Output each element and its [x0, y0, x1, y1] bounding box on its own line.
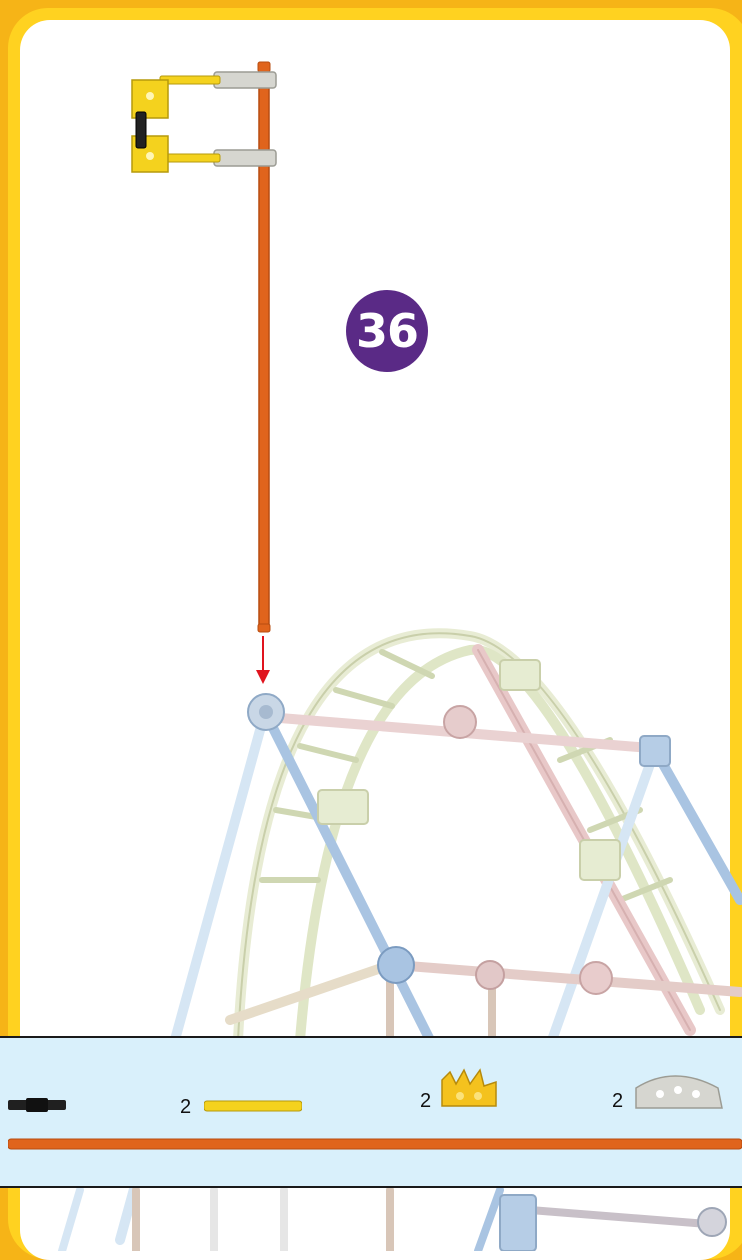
- orange-half-wheel-connector-icon: [440, 1066, 498, 1108]
- yellow-rod-icon: [204, 1098, 302, 1114]
- grey-half-wheel-connector-icon: [634, 1070, 724, 1110]
- sub-assembly: [132, 62, 276, 632]
- grey-connector-quantity: 2: [612, 1090, 623, 1113]
- step-number-badge: 36: [346, 290, 428, 372]
- long-orange-rod-icon: [8, 1138, 742, 1150]
- black-connector-rod-icon: [8, 1096, 66, 1114]
- insertion-arrow: [256, 636, 270, 684]
- yellow-rod-quantity: 2: [180, 1096, 191, 1119]
- step-number: 36: [356, 304, 418, 358]
- parts-list-panel: 2 2 2: [0, 1036, 742, 1188]
- orange-connector-quantity: 2: [420, 1090, 431, 1113]
